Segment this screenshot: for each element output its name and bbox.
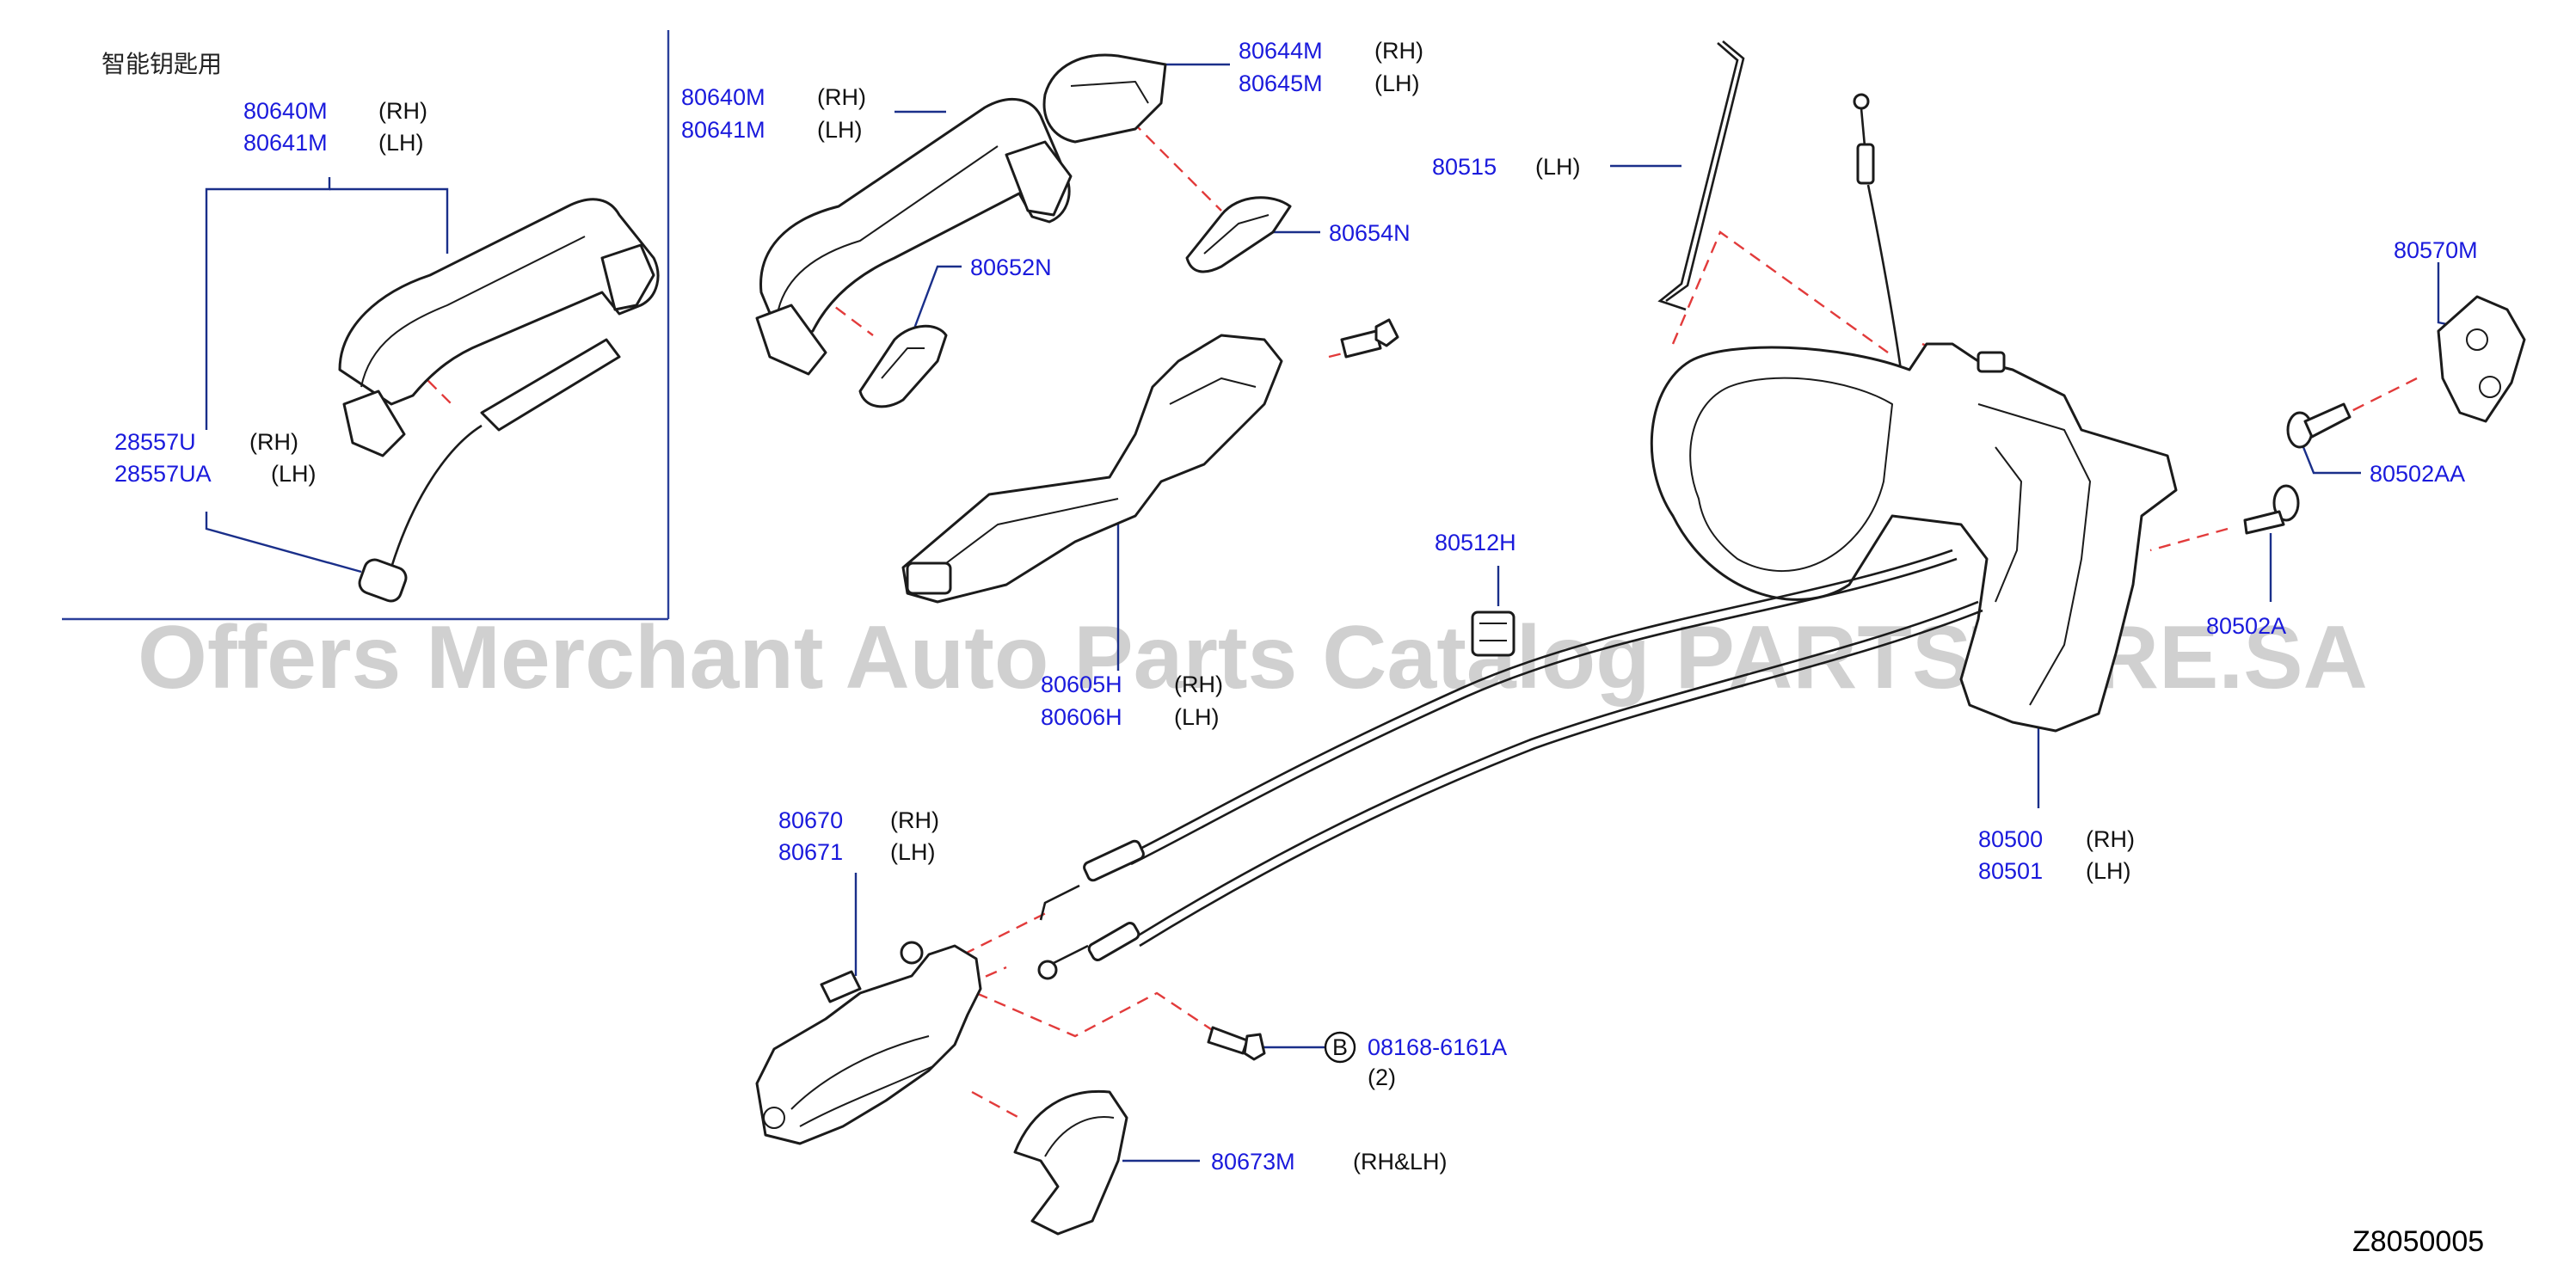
side-label: (LH) — [817, 117, 863, 143]
side-label: (RH) — [378, 98, 427, 124]
part-number-80515: 80515 — [1432, 154, 1497, 180]
smart-key-antenna — [358, 338, 621, 603]
side-label: (LH) — [890, 839, 936, 865]
part-number-80501: 80501 — [1978, 858, 2043, 884]
lock-cable — [1853, 93, 1903, 371]
cap-gasket — [1185, 196, 1292, 273]
section-note: 智能钥匙用 — [101, 50, 222, 78]
door-lock-actuator — [1650, 342, 2178, 733]
part-number-80605H: 80605H — [1041, 672, 1122, 697]
part-number-80645M: 80645M — [1239, 71, 1323, 96]
inside-handle-cables — [1037, 549, 1983, 980]
lock-rod — [1657, 40, 1745, 311]
quantity-label: (2) — [1368, 1064, 1396, 1090]
inside-handle-bolt — [1207, 1026, 1266, 1061]
leader-lines — [205, 63, 2482, 1163]
side-label: (LH) — [2086, 858, 2131, 884]
side-label: (LH) — [1174, 704, 1220, 730]
side-label: (LH) — [1374, 71, 1420, 96]
inside-handle — [755, 941, 982, 1145]
part-number-80673M: 80673M — [1211, 1149, 1295, 1175]
handle-gasket — [858, 324, 948, 408]
callout-08168: B 08168-6161A (2) — [1324, 1031, 1507, 1090]
part-number-28557UA: 28557UA — [114, 461, 212, 487]
callout-80670: 80670 (RH) 80671 (LH) — [778, 807, 939, 865]
callout-80640M: 80640M (RH) 80641M (LH) — [681, 84, 866, 143]
part-number-80652N: 80652N — [970, 255, 1052, 280]
part-number-80502A: 80502A — [2206, 613, 2286, 639]
striker-screw — [2286, 402, 2352, 449]
handle-cap — [1042, 53, 1167, 144]
inside-handle-escutcheon — [1013, 1089, 1128, 1236]
diagram-code: Z8050005 — [2352, 1225, 2484, 1258]
callout-80515: 80515 (LH) — [1432, 154, 1581, 180]
side-label: (LH) — [378, 130, 424, 156]
bolt-marker-circle — [1324, 1031, 1356, 1064]
callout-80673M: 80673M (RH&LH) — [1211, 1149, 1448, 1175]
side-label: (RH&LH) — [1353, 1149, 1448, 1175]
part-number-80671: 80671 — [778, 839, 843, 865]
callout-28557U: 28557U (RH) 28557UA (LH) — [114, 429, 317, 487]
part-number-80670: 80670 — [778, 807, 843, 833]
smart-outside-handle — [338, 198, 660, 457]
part-number-80512H: 80512H — [1435, 530, 1516, 555]
callout-80640M-smart: 80640M (RH) 80641M (LH) — [243, 98, 427, 156]
bracket-bolt — [1340, 318, 1399, 359]
part-number-80640M: 80640M — [681, 84, 765, 110]
side-label: (RH) — [2086, 826, 2135, 852]
handle-bracket — [901, 334, 1283, 604]
lock-screw — [2243, 484, 2300, 535]
part-number-80502AA: 80502AA — [2370, 461, 2465, 487]
part-number-80606H: 80606H — [1041, 704, 1122, 730]
bolt-marker-letter: B — [1332, 1034, 1348, 1060]
smart-key-inset-frame — [62, 30, 670, 621]
part-number-80500: 80500 — [1978, 826, 2043, 852]
side-label: (RH) — [1174, 672, 1223, 697]
striker — [2437, 295, 2526, 423]
side-label: (RH) — [890, 807, 939, 833]
rod-clip — [1471, 610, 1515, 657]
side-label: (RH) — [1374, 38, 1423, 64]
part-number-28557U: 28557U — [114, 429, 196, 455]
part-number-08168-6161A: 08168-6161A — [1368, 1034, 1507, 1060]
part-number-80570M: 80570M — [2394, 237, 2478, 263]
side-label: (LH) — [271, 461, 317, 487]
part-number-80640M-smart: 80640M — [243, 98, 328, 124]
callout-80605H: 80605H (RH) 80606H (LH) — [1041, 672, 1223, 730]
part-number-80641M-smart: 80641M — [243, 130, 328, 156]
outside-handle — [755, 97, 1073, 376]
side-label: (RH) — [249, 429, 298, 455]
side-label: (RH) — [817, 84, 866, 110]
part-number-80641M: 80641M — [681, 117, 765, 143]
part-number-80654N: 80654N — [1329, 220, 1411, 246]
callout-80644M: 80644M (RH) 80645M (LH) — [1239, 38, 1423, 96]
callout-80500: 80500 (RH) 80501 (LH) — [1978, 826, 2135, 884]
side-label: (LH) — [1535, 154, 1581, 180]
part-number-80644M: 80644M — [1239, 38, 1323, 64]
